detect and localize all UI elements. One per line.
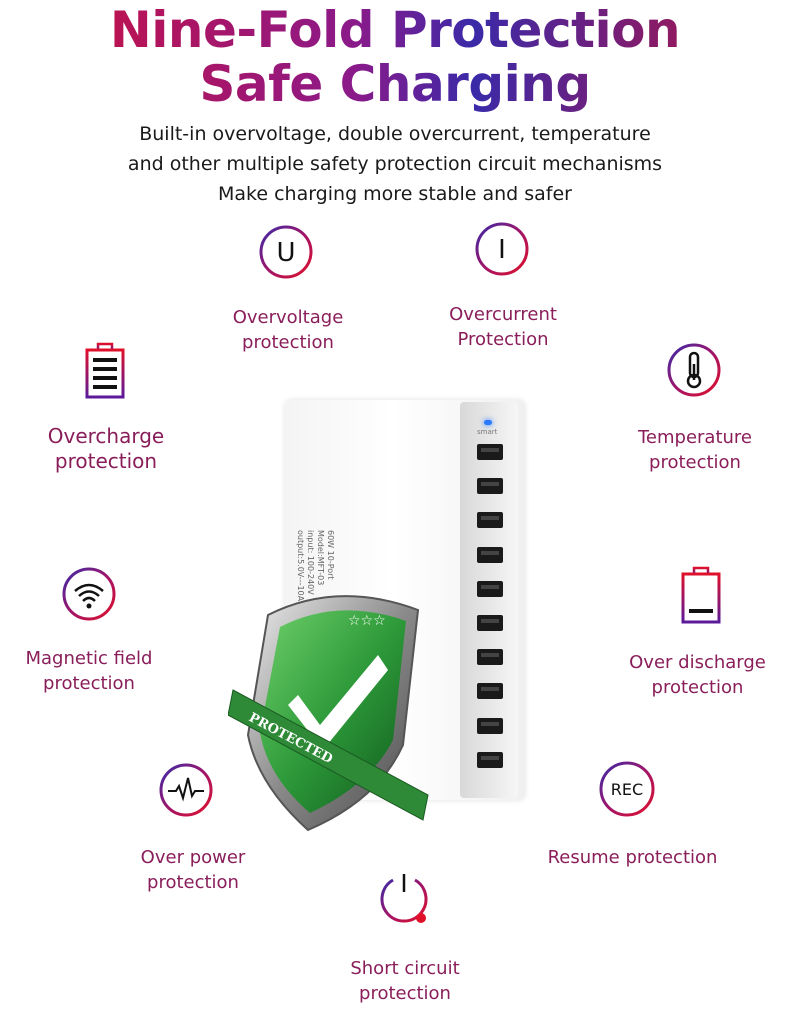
rec-icon: REC — [599, 761, 655, 817]
usb-port — [477, 546, 503, 563]
battery-low-icon — [681, 566, 721, 624]
usb-port — [477, 444, 503, 460]
description-line-2: and other multiple safety protection cir… — [127, 153, 663, 175]
overvoltage-icon: U — [259, 225, 313, 279]
svg-text:I: I — [498, 235, 506, 265]
protected-shield-icon: ☆☆☆ PROTECTED — [228, 595, 429, 832]
usb-port — [477, 751, 503, 768]
charger-side-panel — [460, 402, 518, 798]
smart-label: smart — [477, 428, 498, 436]
page-title: Nine-Fold Protection — [0, 2, 790, 58]
usb-port — [477, 717, 503, 734]
usb-port — [477, 615, 503, 631]
power-led — [484, 420, 492, 425]
svg-text:☆☆☆: ☆☆☆ — [348, 613, 386, 629]
svg-text:U: U — [276, 238, 295, 268]
thermometer-icon — [667, 343, 721, 397]
usb-port — [477, 683, 503, 700]
description-line-1: Built-in overvoltage, double overcurrent… — [139, 123, 651, 145]
page-subtitle: Safe Charging — [0, 56, 790, 112]
pulse-icon — [159, 763, 213, 817]
usb-port — [477, 580, 503, 597]
overcurrent-icon: I — [475, 222, 529, 276]
usb-port — [477, 649, 503, 666]
resume-protection-label: Resume protection — [547, 847, 718, 868]
power-icon — [380, 874, 428, 923]
svg-text:REC: REC — [611, 780, 643, 799]
usb-port — [477, 478, 503, 495]
wifi-icon — [62, 567, 116, 621]
description-line-3: Make charging more stable and safer — [217, 183, 572, 205]
usb-port — [477, 512, 503, 529]
battery-full-icon — [85, 342, 125, 399]
